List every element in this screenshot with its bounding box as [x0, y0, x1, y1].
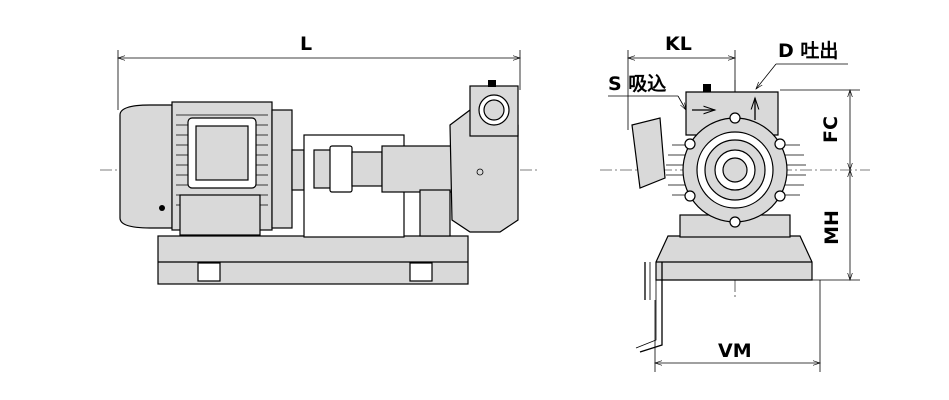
discharge-label: D 吐出: [778, 40, 839, 62]
dimension-label-L: L: [300, 33, 313, 55]
bearing-housing: [381, 145, 453, 193]
suction-leader-arrow: [677, 95, 686, 110]
coupling-hub: [351, 151, 383, 187]
air-vent-plug: [488, 80, 496, 87]
fan-cover-side: [631, 117, 666, 189]
motor-flange: [271, 109, 293, 229]
shaft-hub: [722, 157, 748, 183]
bearing-support: [419, 189, 451, 237]
motor-foot: [179, 194, 261, 236]
dimension-label-VM: VM: [718, 340, 752, 362]
anchor-bolt-inner: [635, 262, 657, 349]
bolt: [684, 190, 696, 202]
dimension-label-MH: MH: [820, 210, 843, 245]
base-foot: [197, 262, 221, 282]
side-view: [100, 50, 540, 285]
coupling: [329, 145, 353, 193]
bolt: [684, 138, 696, 150]
anchor-bolt: [639, 262, 663, 353]
bolt: [159, 205, 165, 211]
base-frame-front: [655, 235, 813, 281]
discharge-opening: [483, 99, 505, 121]
air-vent-plug: [703, 84, 711, 92]
bolt: [774, 138, 786, 150]
suction-label: S 吸込: [608, 73, 667, 95]
terminal-box-cover: [195, 125, 249, 181]
base-foot: [409, 262, 433, 282]
dimension-label-FC: FC: [819, 116, 842, 143]
bolt: [729, 216, 741, 228]
bolt: [729, 112, 741, 124]
bolt: [774, 190, 786, 202]
discharge-leader-arrow: [756, 63, 777, 89]
dimension-label-KL: KL: [665, 33, 692, 55]
bolt: [476, 168, 484, 176]
front-view: [600, 50, 870, 372]
motor-shaft: [291, 149, 305, 191]
